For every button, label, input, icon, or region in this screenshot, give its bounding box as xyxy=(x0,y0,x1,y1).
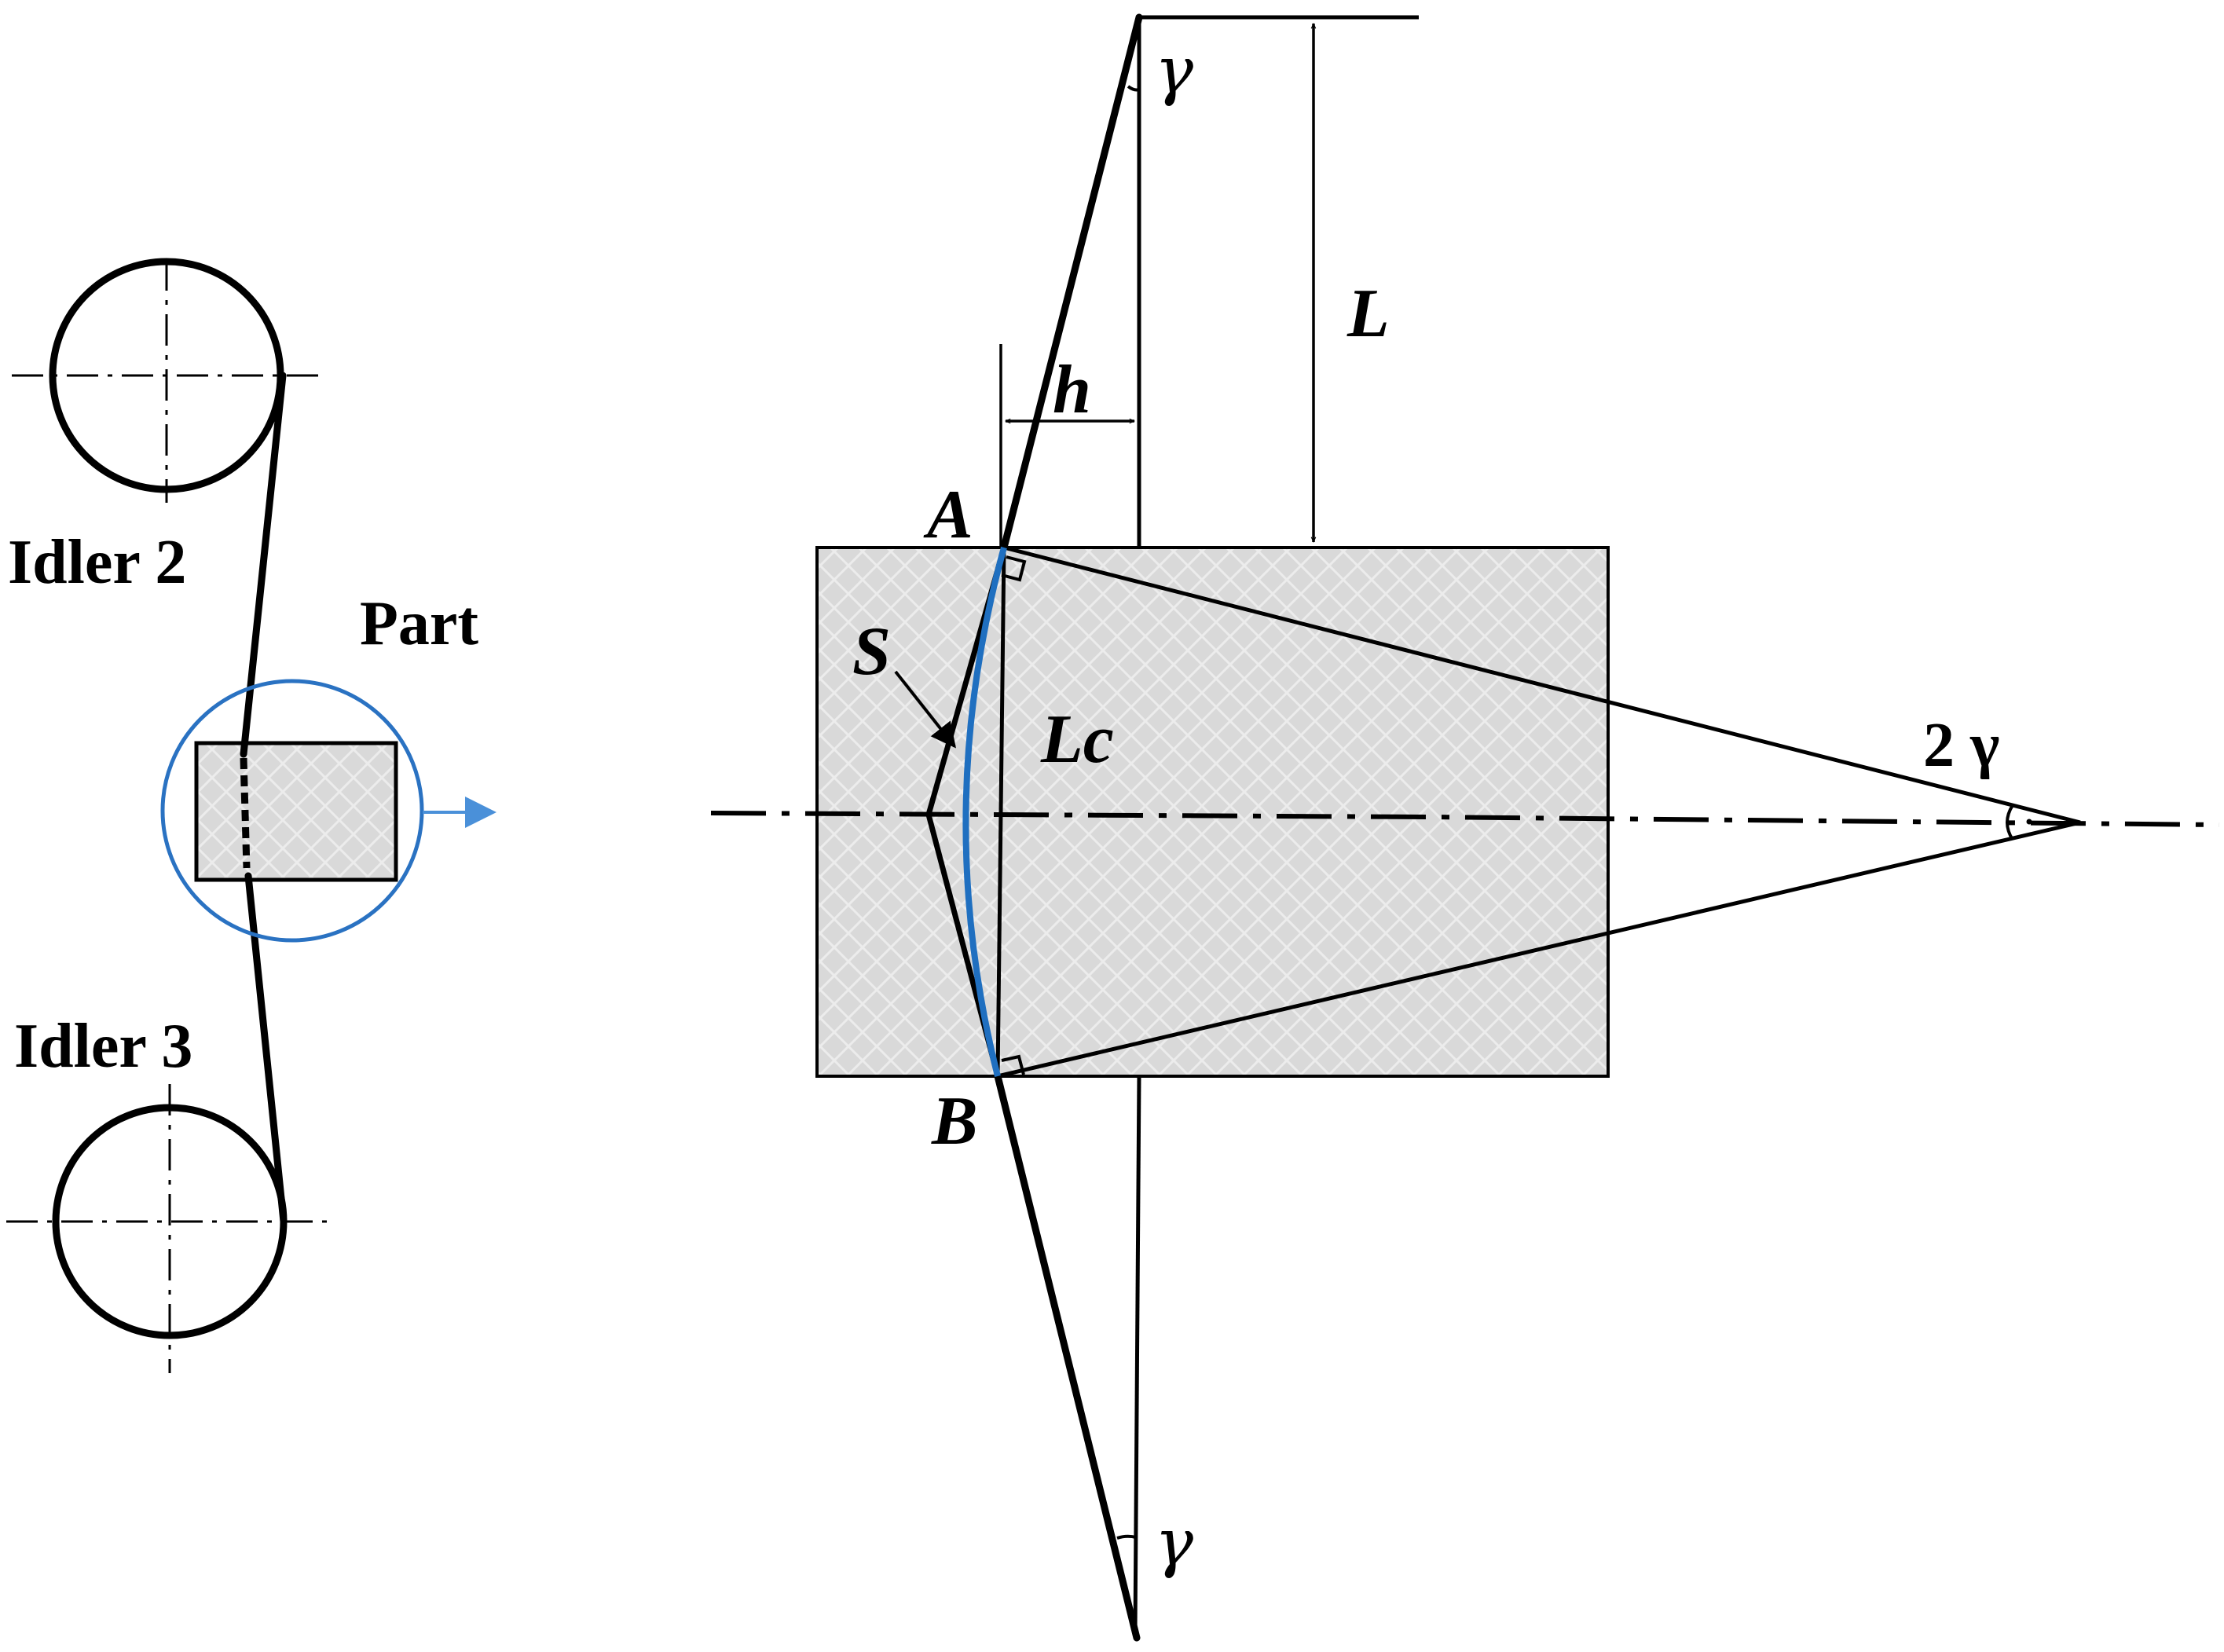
right-angle-marker-a xyxy=(1001,555,1027,582)
radius-line-b xyxy=(997,820,2081,1079)
overview-group: Idler 2 Idler 3 Part xyxy=(6,258,496,1373)
radius-line-a xyxy=(1003,545,2081,825)
idler2-label: Idler 2 xyxy=(8,528,186,597)
part-label: Part xyxy=(360,589,478,658)
belt-upper-segment xyxy=(240,372,287,758)
symmetry-axis xyxy=(710,811,2220,827)
belt-top-tangent xyxy=(1000,13,1143,551)
belt-lower-segment xyxy=(244,872,288,1225)
chord-lc-line xyxy=(995,547,1006,1077)
part-large-rect xyxy=(815,546,1610,1078)
two-gamma-dot xyxy=(2026,819,2032,825)
two-gamma-arc xyxy=(2006,804,2014,841)
height-h-label: h xyxy=(1053,352,1091,428)
arc-s-label: S xyxy=(852,614,891,690)
gamma-top-label: γ xyxy=(1155,34,1194,108)
two-gamma-label: 2 γ xyxy=(1923,711,1999,780)
detail-group: A B S Lc h L γ γ 2 γ xyxy=(710,13,2220,1642)
belt-bottom-tangent xyxy=(994,1072,1141,1642)
belt-contact-segment xyxy=(240,757,251,869)
length-l-label: L xyxy=(1346,276,1390,352)
idler3-label: Idler 3 xyxy=(14,1012,192,1081)
two-gamma-text: 2 γ xyxy=(1923,711,1999,780)
part-small-rect xyxy=(194,741,398,882)
gamma-top-arc xyxy=(1127,85,1140,92)
gamma-bottom-label: γ xyxy=(1155,1506,1194,1581)
arc-s-pointer xyxy=(894,670,956,749)
point-a-label: A xyxy=(923,477,973,553)
gamma-bottom-arc xyxy=(1116,1534,1137,1540)
right-angle-marker-b xyxy=(1001,1054,1025,1075)
chord-lc-label: Lc xyxy=(1040,701,1114,778)
contact-arc-s xyxy=(962,546,1007,1077)
detail-circle xyxy=(160,679,424,943)
vertical-reference-bottom xyxy=(1133,1075,1141,1635)
point-b-label: B xyxy=(931,1083,978,1159)
belt-inner-deflection xyxy=(925,547,1007,1077)
